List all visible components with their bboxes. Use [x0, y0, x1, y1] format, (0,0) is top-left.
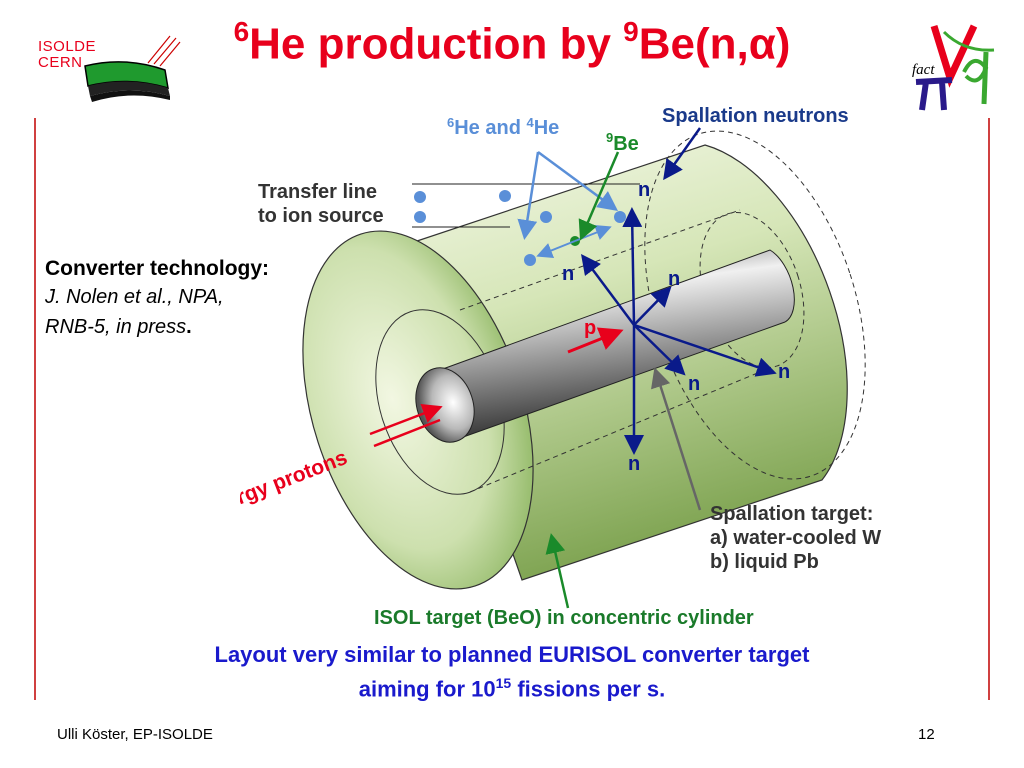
svg-text:n: n	[638, 179, 650, 201]
footer-page-number: 12	[918, 726, 935, 743]
transfer-line-label-1: Transfer line	[258, 181, 377, 203]
slide-title: 6He production by 9Be(n,α)	[233, 16, 791, 69]
svg-text:fact: fact	[912, 62, 935, 78]
svg-text:n: n	[628, 453, 640, 475]
high-energy-proton-arrows	[369, 404, 443, 448]
footer-author: Ulli Köster, EP-ISOLDE	[57, 726, 213, 743]
converter-reference-line1: J. Nolen et al., NPA,	[45, 286, 224, 308]
svg-text:n: n	[688, 373, 700, 395]
helium-atoms	[414, 190, 626, 266]
isolde-cern-logo	[84, 35, 181, 102]
isol-target-label: ISOL target (BeO) in concentric cylinder	[374, 607, 754, 629]
high-energy-protons-label: high-energy protons	[240, 446, 350, 541]
spallation-target-option-b: b) liquid Pb	[710, 551, 819, 573]
isolde-logo-text: ISOLDE CERN	[38, 38, 97, 71]
neutron-labels: n n n n n n	[562, 179, 790, 475]
converter-reference-line2: RNB-5, in press.	[45, 316, 192, 338]
converter-title: Converter technology:	[45, 257, 270, 280]
left-rule	[34, 118, 36, 700]
spallation-neutrons-label: Spallation neutrons	[662, 105, 849, 127]
right-rule	[988, 118, 990, 700]
proton-label: p	[584, 317, 596, 339]
layout-note-line1: Layout very similar to planned EURISOL c…	[214, 642, 810, 667]
spallation-target-option-a: a) water-cooled W	[710, 527, 881, 549]
he-label: 6He and 4He	[447, 115, 559, 139]
converter-diagram: 6He and 4He 9Be Spallation neutrons Tran…	[240, 105, 881, 629]
transfer-line-label-2: to ion source	[258, 205, 384, 227]
neutron-arrows	[581, 127, 777, 455]
proton-arrow	[567, 327, 624, 354]
svg-text:n: n	[668, 268, 680, 290]
fact-logo: fact	[912, 24, 995, 111]
spallation-target-title: Spallation target:	[710, 503, 873, 525]
layout-note-line2: aiming for 1015 fissions per s.	[358, 675, 666, 702]
svg-text:n: n	[778, 361, 790, 383]
svg-text:n: n	[562, 263, 574, 285]
be9-label: 9Be	[606, 130, 639, 155]
